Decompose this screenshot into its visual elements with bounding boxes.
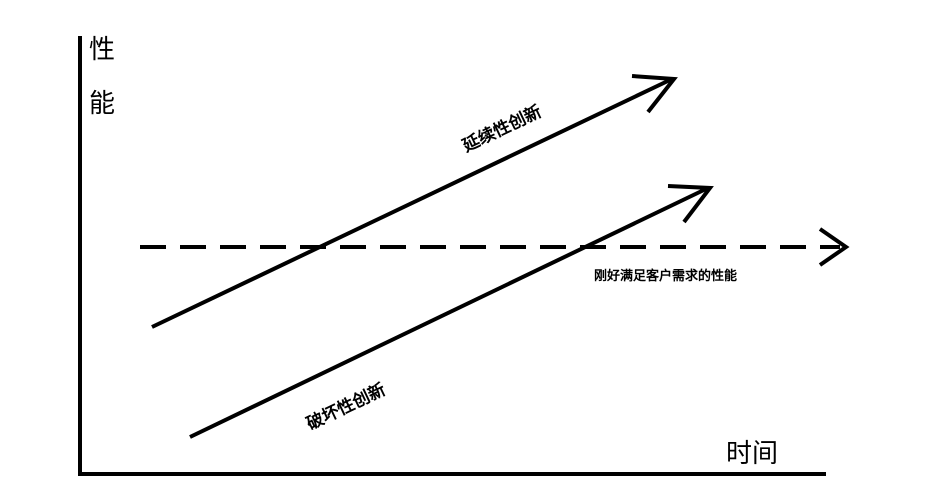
y-axis-label-char-1: 性 (89, 35, 115, 65)
disruptive-innovation-line (189, 186, 709, 439)
x-axis-label: 时间 (726, 439, 778, 469)
customer-need-label: 刚好满足客户需求的性能 (594, 268, 737, 284)
customer-need-arrowhead (818, 227, 850, 267)
sustaining-innovation-line (151, 77, 673, 329)
sustaining-innovation-arrowhead (631, 74, 678, 114)
disruptive-innovation-label: 破坏性创新 (303, 379, 389, 435)
sustaining-innovation-label: 延续性创新 (458, 101, 545, 157)
disruptive-innovation-arrowhead (667, 184, 714, 224)
y-axis-label-char-2: 能 (89, 89, 115, 119)
